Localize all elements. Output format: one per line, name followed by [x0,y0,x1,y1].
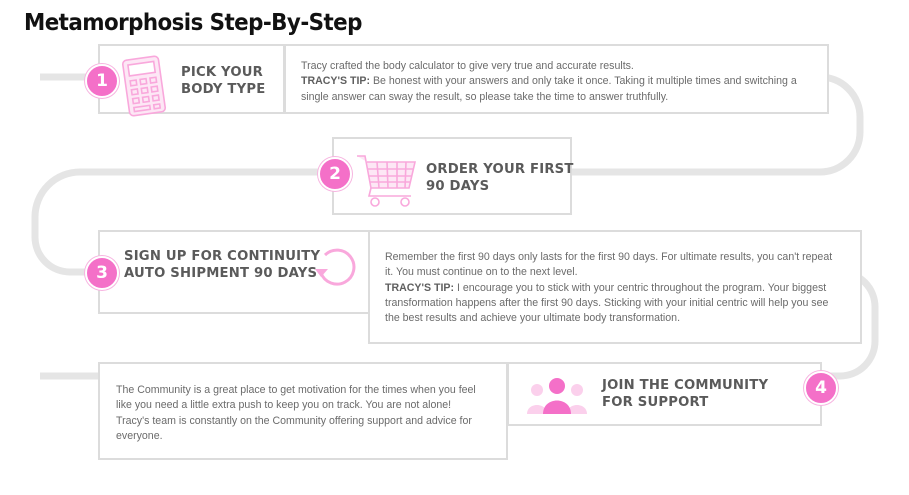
refresh-icon [315,248,356,286]
step-1-heading-line-1: PICK YOUR [181,65,264,80]
step-2-heading-line-2: 90 DAYS [426,179,490,194]
step-2-heading: ORDER YOUR FIRST 90 DAYS [426,161,574,195]
step-4-heading: JOIN THE COMMUNITY FOR SUPPORT [602,377,768,411]
step-3-description: Remember the first 90 days only lasts fo… [385,250,832,326]
step-3-number-badge: 3 [85,256,119,290]
step-3-tip-label: TRACY'S TIP: [385,281,455,294]
step-3-tip-line-3: the best results and achieve your ultima… [385,312,681,325]
step-1-heading: PICK YOUR BODY TYPE [181,64,265,98]
step-4-description-line-4: everyone. [116,429,163,442]
step-4-heading-line-1: JOIN THE COMMUNITY [602,378,769,393]
step-4-heading-line-2: FOR SUPPORT [602,395,709,410]
step-1-tip-text-1: Be honest with your answers and only tak… [370,75,797,88]
shopping-cart-icon [357,155,417,207]
step-1-number-badge: 1 [85,64,119,98]
step-4-number-badge: 4 [804,371,838,405]
step-1-description-line-1: Tracy crafted the body calculator to giv… [301,60,634,72]
step-3-heading-line-2: AUTO SHIPMENT 90 DAYS [124,266,318,281]
step-2-heading-line-1: ORDER YOUR FIRST [426,162,574,177]
step-4-title-box [507,362,822,426]
step-3-description-line-2: it. You must continue on to the next lev… [385,266,578,279]
page-title: Metamorphosis Step-By-Step [24,10,362,36]
step-3-tip-text-1: I encourage you to stick with your centr… [454,281,827,294]
step-1-tip-line-1: TRACY'S TIP: Be honest with your answers… [301,74,797,89]
step-2-number-badge: 2 [318,157,352,191]
step-1-description-box [284,44,829,114]
step-3-description-line-1: Remember the first 90 days only lasts fo… [385,251,833,263]
step-1-tip-line-2: single answer can sway the result, so pl… [301,90,669,103]
step-4-description: The Community is a great place to get mo… [116,383,476,444]
step-1-heading-line-2: BODY TYPE [181,82,266,97]
step-4-description-line-2: like you need a little extra push to kee… [116,399,452,412]
step-3-description-box [368,230,862,344]
step-3-tip-line-2: transformation happens after the first 9… [385,296,829,309]
step-3-heading-line-1: SIGN UP FOR CONTINUITY [124,249,321,264]
step-4-description-line-3: Tracy's team is constantly on the Commun… [116,414,472,427]
step-4-description-line-1: The Community is a great place to get mo… [116,384,476,396]
step-3-heading: SIGN UP FOR CONTINUITY AUTO SHIPMENT 90 … [124,248,320,282]
calculator-icon [121,55,167,117]
step-1-description: Tracy crafted the body calculator to giv… [301,59,797,105]
community-icon [527,378,587,414]
step-4-description-box [98,362,508,460]
step-3-tip-line-1: TRACY'S TIP: I encourage you to stick wi… [385,281,832,296]
step-1-tip-label: TRACY'S TIP: [301,75,371,88]
